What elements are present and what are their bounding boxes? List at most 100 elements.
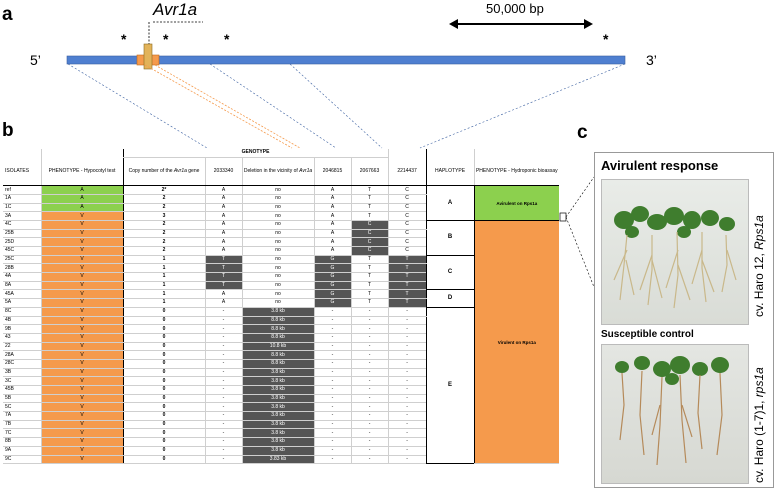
haplotype-header: HAPLOTYPE xyxy=(425,157,475,187)
snp-cell: A xyxy=(204,289,242,300)
snp-cell: - xyxy=(350,359,389,369)
snp-cell: - xyxy=(387,350,427,360)
snp-cell: - xyxy=(313,455,351,465)
phenotype-cell: V xyxy=(40,272,123,282)
phenotype-cell: V xyxy=(40,350,123,360)
snp-cell: - xyxy=(387,437,427,447)
copy-number-cell: 2 xyxy=(122,203,205,213)
snp-cell: T xyxy=(350,203,389,213)
snp-cell: A xyxy=(313,185,351,195)
snp-cell: - xyxy=(350,307,389,317)
copy-number-cell: 1 xyxy=(122,281,205,291)
deletion-cell: no xyxy=(241,298,314,308)
snp-cell: G xyxy=(313,263,351,274)
snp-cell: - xyxy=(387,376,427,386)
snp-cell: - xyxy=(204,402,242,413)
phenotype-cell: V xyxy=(40,394,123,404)
phenotype-cell: A xyxy=(40,185,123,195)
phenotype-cell: V xyxy=(40,324,123,334)
snp-cell: - xyxy=(350,350,389,360)
snp-cell: - xyxy=(350,420,389,430)
snp-cell: - xyxy=(387,324,427,334)
snp-cell: - xyxy=(313,368,351,378)
deletion-cell: 8.8 kb xyxy=(241,316,314,326)
snp-cell: - xyxy=(350,376,389,386)
copy-number-cell: 0 xyxy=(122,455,205,465)
snp-cell: - xyxy=(313,411,351,421)
copy-number-header: Copy number of the Avr1a gene xyxy=(122,157,205,187)
isolate-cell: 4C xyxy=(3,220,41,230)
phenotype-cell: V xyxy=(40,298,123,308)
copy-number-cell: 2 xyxy=(122,194,205,204)
deletion-cell: 3.8 kb xyxy=(241,376,314,386)
snp-cell: - xyxy=(313,446,351,456)
snp-cell: A xyxy=(204,220,242,230)
snp-cell: C xyxy=(387,237,427,247)
copy-number-cell: 0 xyxy=(122,307,205,317)
deletion-cell: no xyxy=(241,255,314,265)
phenotype-cell: V xyxy=(40,402,123,413)
snp-cell: - xyxy=(204,420,242,430)
phenotype-cell: V xyxy=(40,437,123,447)
deletion-cell: 3.8 kb xyxy=(241,385,314,395)
snp-cell: C xyxy=(350,237,389,247)
snp-cell: A xyxy=(204,246,242,256)
haplotype-cell: C xyxy=(425,255,475,291)
isolate-cell: 25D xyxy=(3,237,41,247)
snp-cell: - xyxy=(313,359,351,369)
snp-cell: T xyxy=(204,272,242,282)
isolate-cell: 3B xyxy=(3,368,41,378)
gene-projection-line xyxy=(144,64,293,149)
snp-cell: - xyxy=(387,455,427,465)
deletion-cell: no xyxy=(241,194,314,204)
deletion-cell: no xyxy=(241,203,314,213)
snp-cell: C xyxy=(387,246,427,256)
snp-cell: - xyxy=(387,420,427,430)
snp-cell: C xyxy=(387,220,427,230)
snp-cell: - xyxy=(387,402,427,413)
deletion-cell: no xyxy=(241,237,314,247)
deletion-cell: 3.8 kb xyxy=(241,402,314,413)
isolate-cell: ref xyxy=(3,185,41,195)
haplotype-cell: A xyxy=(425,185,475,221)
marker-star: * xyxy=(224,31,230,47)
snp-cell: - xyxy=(350,428,389,439)
snp-cell: - xyxy=(387,333,427,343)
avirulent-photo xyxy=(601,179,749,325)
snp-cell: T xyxy=(387,298,427,308)
snp-cell: - xyxy=(313,333,351,343)
snp-cell: T xyxy=(387,281,427,291)
snp-cell: - xyxy=(204,307,242,317)
projection-line xyxy=(209,63,337,149)
copy-number-cell: 2 xyxy=(122,246,205,256)
deletion-cell: no xyxy=(241,289,314,300)
phenotype-cell: A xyxy=(40,203,123,213)
phenotype-cell: V xyxy=(40,229,123,239)
scale-arrow-left-head xyxy=(449,19,458,29)
snp-cell: T xyxy=(204,263,242,274)
phenotype-cell: V xyxy=(40,411,123,421)
snp-cell: - xyxy=(204,411,242,421)
copy-number-cell: 0 xyxy=(122,324,205,334)
projection-line xyxy=(419,63,626,149)
snp-cell: T xyxy=(204,281,242,291)
gene-label: Avr1a xyxy=(153,0,198,19)
genotype-header: GENOTYPE xyxy=(122,149,389,158)
isolate-cell: 22 xyxy=(3,342,41,352)
projection-line xyxy=(67,63,208,149)
snp-cell: - xyxy=(204,437,242,447)
snp-cell: - xyxy=(313,394,351,404)
snp-cell: - xyxy=(387,342,427,352)
snp-cell: - xyxy=(204,324,242,334)
snp-cell: - xyxy=(204,385,242,395)
projection-line xyxy=(289,63,383,149)
isolate-cell: 3A xyxy=(3,211,41,221)
copy-number-cell: 1 xyxy=(122,255,205,265)
